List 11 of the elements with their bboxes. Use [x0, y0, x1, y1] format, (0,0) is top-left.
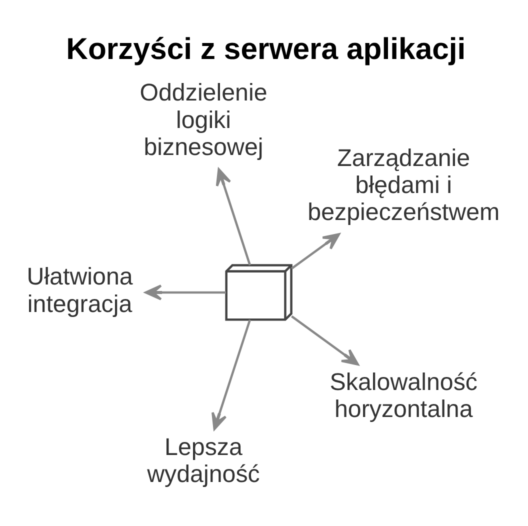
arrow	[216, 168, 251, 266]
arrow	[144, 284, 226, 300]
node-text: Skalowalność horyzontalna	[330, 368, 478, 424]
arrow	[212, 319, 251, 430]
node-text: Ułatwiona integracja	[26, 264, 133, 318]
node-text: Oddzielenie logiki biznesowej	[140, 80, 268, 162]
diagram-title: Korzyści z serwera aplikacji	[66, 32, 466, 66]
node-text: Zarządzanie błędami i bezpieczeństwem	[308, 144, 500, 226]
arrow	[291, 315, 359, 366]
node-text: Lepsza wydajność	[147, 434, 260, 488]
arrow	[291, 233, 340, 270]
